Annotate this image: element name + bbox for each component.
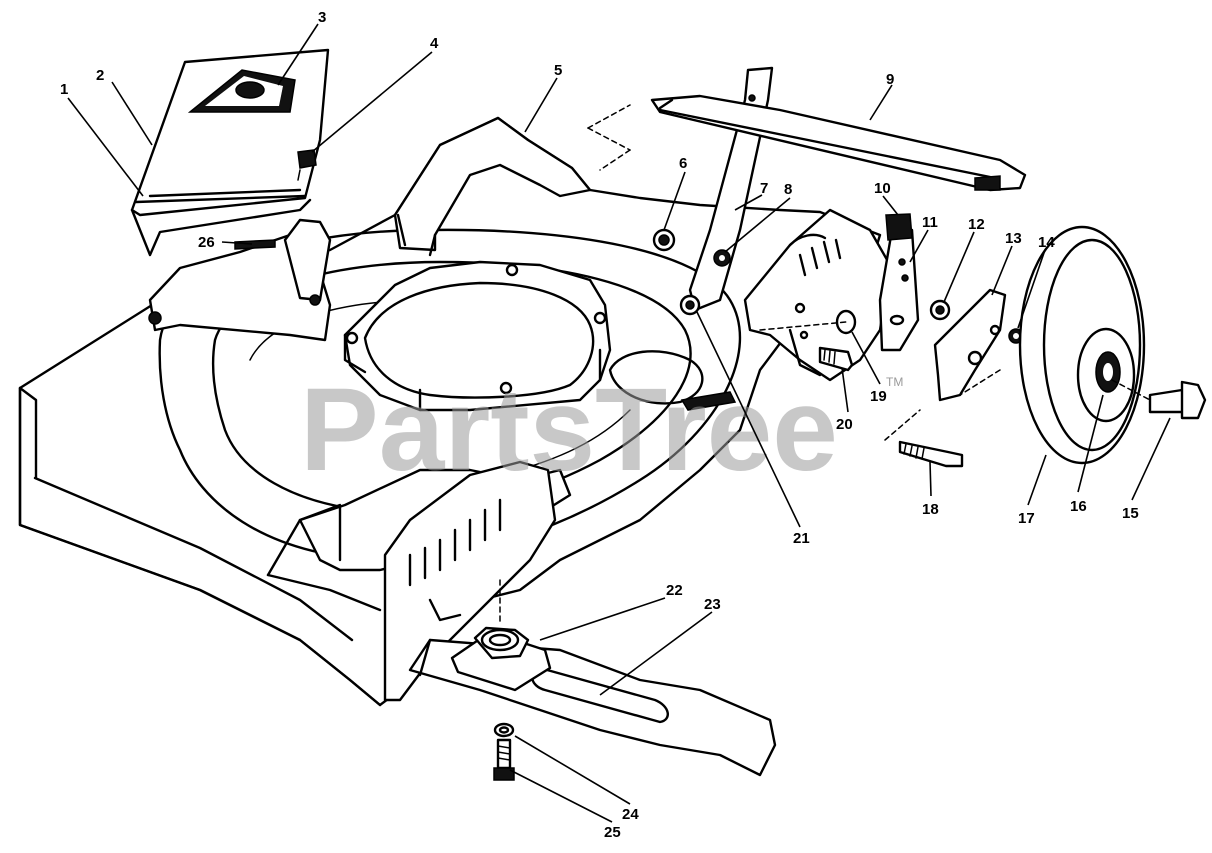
callout-5: 5 <box>554 62 562 79</box>
callout-3: 3 <box>318 9 326 26</box>
callout-18: 18 <box>922 501 939 518</box>
callout-22: 22 <box>666 582 683 599</box>
callout-25: 25 <box>604 824 621 841</box>
callout-labels: 1 2 3 4 5 6 7 8 9 10 11 12 13 14 15 16 1… <box>60 9 1139 841</box>
watermark-text: PartsTree <box>300 364 838 496</box>
rear-height-bracket <box>743 208 892 382</box>
rear-deflector-assembly <box>130 48 332 342</box>
callout-15: 15 <box>1122 505 1139 522</box>
callout-16: 16 <box>1070 498 1087 515</box>
callout-19: 19 <box>870 388 887 405</box>
callout-8: 8 <box>784 181 792 198</box>
callout-21: 21 <box>793 530 810 547</box>
watermark-trademark: TM <box>886 375 903 389</box>
front-height-bracket <box>383 460 557 702</box>
callout-17: 17 <box>1018 510 1035 527</box>
callout-26: 26 <box>198 234 215 251</box>
rear-wheel <box>1018 225 1207 465</box>
callout-1: 1 <box>60 81 68 98</box>
wheel-bracket <box>759 288 1024 468</box>
callout-2: 2 <box>96 67 104 84</box>
callout-4: 4 <box>430 35 439 52</box>
rear-axle <box>587 94 1027 192</box>
callout-12: 12 <box>968 216 985 233</box>
callout-23: 23 <box>704 596 721 613</box>
callout-11: 11 <box>922 214 938 231</box>
callout-14: 14 <box>1038 234 1055 251</box>
watermark: PartsTree TM <box>300 364 903 496</box>
height-adjuster <box>878 213 920 352</box>
mower-deck <box>18 116 882 707</box>
callout-9: 9 <box>886 71 894 88</box>
callout-24: 24 <box>622 806 639 823</box>
callout-10: 10 <box>874 180 891 197</box>
leader-lines <box>67 23 1171 823</box>
callout-13: 13 <box>1005 230 1022 247</box>
callout-7: 7 <box>760 180 768 197</box>
callout-20: 20 <box>836 416 853 433</box>
callout-6: 6 <box>679 155 687 172</box>
blade-assembly <box>408 579 777 781</box>
